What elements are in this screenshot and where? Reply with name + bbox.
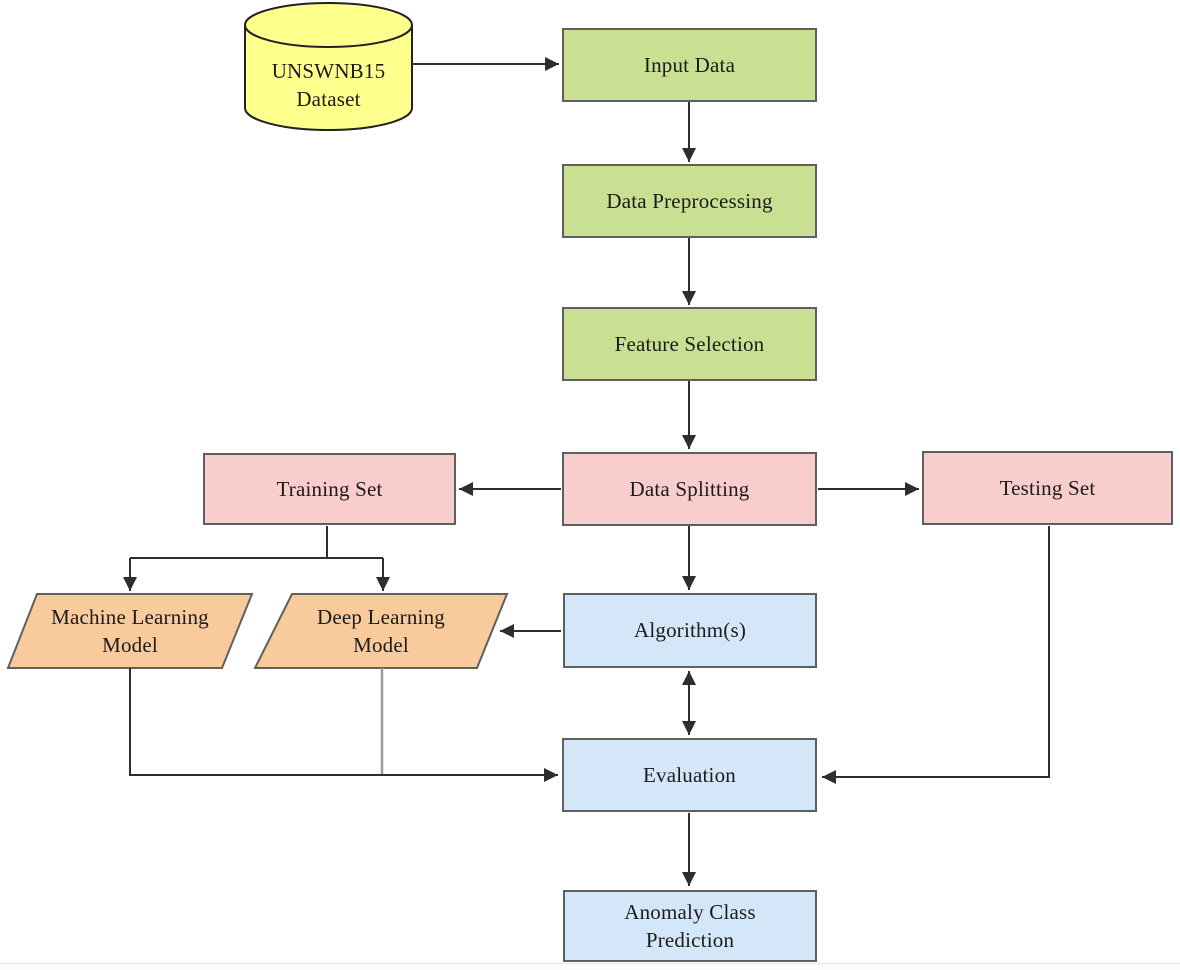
- algorithms-label: Algorithm(s): [633, 618, 747, 643]
- data-preprocessing-label: Data Preprocessing: [606, 188, 773, 213]
- edge-testing-to-evaluation: [822, 526, 1050, 784]
- dl-model-label: Deep Learning Model: [317, 604, 445, 657]
- dataset-cylinder-shape: [244, 2, 413, 131]
- ml-model-label: Machine Learning Model: [51, 604, 209, 657]
- data-splitting-node: Data Splitting: [562, 452, 817, 526]
- dl-model-shape: [253, 593, 509, 669]
- evaluation-label: Evaluation: [643, 762, 736, 787]
- edge-ml-to-evaluation: [129, 668, 558, 782]
- ml-model-shape: [6, 593, 254, 669]
- dataset-name: UNSWNB15: [271, 58, 386, 83]
- input-data-node: Input Data: [562, 28, 817, 102]
- data-splitting-label: Data Splitting: [629, 476, 750, 501]
- training-set-node: Training Set: [203, 453, 456, 525]
- testing-set-node: Testing Set: [922, 451, 1173, 525]
- anomaly-prediction-node: Anomaly Class Prediction: [563, 890, 817, 962]
- input-data-label: Input Data: [643, 52, 736, 77]
- feature-selection-label: Feature Selection: [614, 331, 765, 356]
- page-bottom-edge: [0, 963, 1180, 970]
- testing-set-label: Testing Set: [999, 475, 1096, 500]
- training-set-label: Training Set: [276, 476, 383, 501]
- dataset-cylinder-label: UNSWNB15 Dataset: [245, 52, 412, 118]
- data-preprocessing-node: Data Preprocessing: [562, 164, 817, 238]
- algorithms-node: Algorithm(s): [563, 593, 817, 668]
- dataset-word: Dataset: [296, 87, 361, 111]
- edge-training-branch: [130, 526, 383, 559]
- evaluation-node: Evaluation: [562, 738, 817, 812]
- feature-selection-node: Feature Selection: [562, 307, 817, 381]
